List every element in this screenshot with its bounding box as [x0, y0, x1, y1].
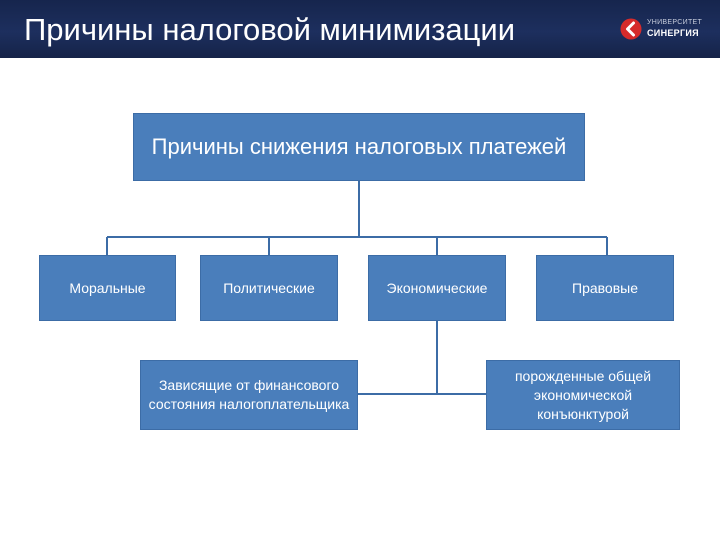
- economic-child-conjuncture-label: порожденные общей экономической конъюнкт…: [514, 367, 652, 422]
- category-economic: Экономические: [368, 255, 506, 321]
- economic-child-financial-label: Зависящие от финансового состояния налог…: [148, 377, 350, 412]
- university-logo: УНИВЕРСИТЕТ СИНЕРГИЯ: [620, 16, 716, 44]
- economic-child-financial: Зависящие от финансового состояния налог…: [140, 360, 358, 430]
- root-label: Причины снижения налоговых платежей: [151, 134, 567, 159]
- category-economic-label: Экономические: [386, 280, 488, 296]
- logo-line-1: УНИВЕРСИТЕТ: [647, 19, 703, 26]
- category-political-label: Политические: [223, 280, 315, 296]
- root-node: Причины снижения налоговых платежей: [133, 113, 585, 181]
- page-title: Причины налоговой минимизации: [24, 12, 516, 47]
- category-moral: Моральные: [39, 255, 176, 321]
- category-moral-label: Моральные: [69, 280, 146, 296]
- economic-child-conjuncture: порожденные общей экономической конъюнкт…: [486, 360, 680, 430]
- logo-line-2: СИНЕРГИЯ: [647, 28, 699, 38]
- category-legal: Правовые: [536, 255, 674, 321]
- synergy-logo-icon: [620, 18, 642, 40]
- category-legal-label: Правовые: [572, 280, 638, 296]
- header-bar: Причины налоговой минимизации УНИВЕРСИТЕ…: [0, 0, 720, 58]
- category-political: Политические: [200, 255, 338, 321]
